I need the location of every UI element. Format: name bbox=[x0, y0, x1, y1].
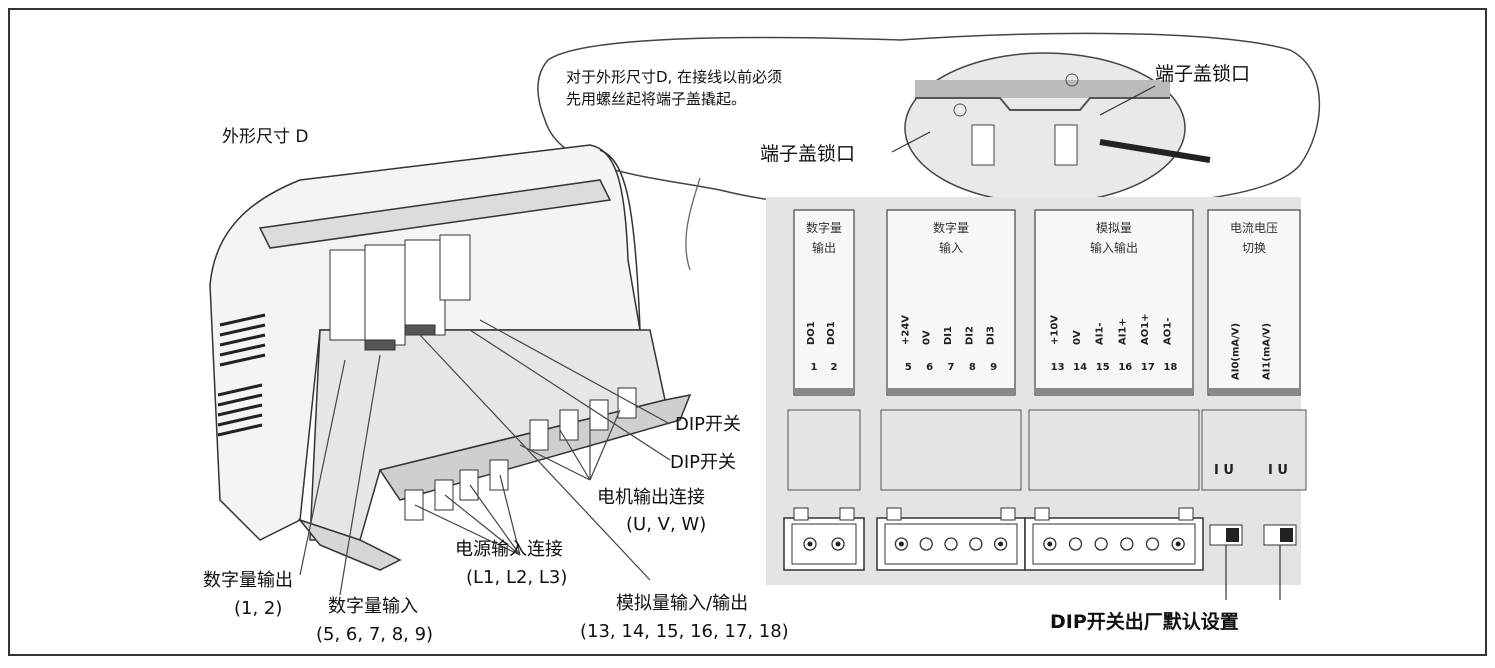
terminal-pin-label: 0V bbox=[922, 330, 933, 345]
terminal-pin-label: DO1 bbox=[826, 321, 837, 345]
block-title-1: 数字量 bbox=[933, 220, 969, 235]
block-title-1: 模拟量 bbox=[1096, 221, 1132, 235]
terminal-pin-label: +10V bbox=[1050, 315, 1061, 345]
dip-switch-label-1: DIP开关 bbox=[675, 414, 741, 435]
dip-switch-label-2: DIP开关 bbox=[670, 452, 736, 473]
vent-slots-top bbox=[219, 313, 266, 367]
dip-switches bbox=[1209, 524, 1297, 600]
analog-io-label: 模拟量输入/输出 bbox=[616, 593, 748, 614]
terminal-pin-label: DI2 bbox=[964, 326, 975, 345]
motor-output-label: 电机输出连接 bbox=[597, 487, 705, 508]
terminal-number: 8 bbox=[969, 362, 976, 373]
terminal-number: 2 bbox=[831, 362, 838, 373]
switch-iu-1: I U bbox=[1214, 463, 1234, 478]
terminal-pin-label: DI3 bbox=[986, 326, 997, 345]
callout-note-line2: 先用螺丝起将端子盖撬起。 bbox=[566, 90, 746, 108]
motor-output-terminals: (U, V, W) bbox=[626, 514, 706, 535]
plug-connector bbox=[783, 507, 865, 571]
terminal-pin-label: AO1+ bbox=[1140, 313, 1151, 345]
cover-lock-left-label: 端子盖锁口 bbox=[760, 143, 855, 165]
terminal-number: 18 bbox=[1163, 362, 1177, 373]
block-title-2: 输入 bbox=[939, 240, 963, 255]
terminal-pin-label: DO1 bbox=[806, 321, 817, 345]
terminal-number: 7 bbox=[948, 362, 955, 373]
terminal-pin-label: AI1(mA/V) bbox=[1261, 323, 1272, 380]
block-title-1: 电流电压 bbox=[1230, 221, 1278, 235]
terminal-pin-label: AO1- bbox=[1162, 318, 1173, 345]
analog-io-terminals: (13, 14, 15, 16, 17, 18) bbox=[580, 621, 789, 642]
terminal-number: 14 bbox=[1073, 362, 1087, 373]
terminal-pin-label: DI1 bbox=[943, 326, 954, 345]
block-title-1: 数字量 bbox=[806, 220, 842, 235]
block-title-2: 输出 bbox=[812, 240, 836, 255]
terminal-pin-label: AI0(mA/V) bbox=[1231, 323, 1242, 380]
power-input-terminals: (L1, L2, L3) bbox=[466, 567, 567, 588]
terminal-blocks: 数字量输出 DO1 DO1 1 2 数字量输入 +24V 0V DI1 DI2 DI3 5 6 7 8 9 模拟… bbox=[783, 209, 1307, 571]
terminal-number: 1 bbox=[811, 362, 818, 373]
terminal-number: 6 bbox=[926, 362, 933, 373]
drive-body bbox=[209, 144, 692, 571]
block-title-2: 切换 bbox=[1242, 241, 1266, 255]
frame-size-label: 外形尺寸 D bbox=[222, 127, 309, 147]
digital-output-label: 数字量输出 bbox=[203, 570, 293, 591]
terminal-number: 13 bbox=[1051, 362, 1065, 373]
vent-slots-bottom bbox=[217, 383, 263, 437]
terminal-number: 15 bbox=[1096, 362, 1110, 373]
terminal-number: 17 bbox=[1141, 362, 1155, 373]
terminal-block: 数字量输出 DO1 DO1 1 2 bbox=[787, 209, 861, 491]
block-title-2: 输入输出 bbox=[1090, 240, 1138, 255]
callout-note-line1: 对于外形尺寸D, 在接线以前必须 bbox=[566, 68, 782, 86]
zoom-lens bbox=[904, 52, 1211, 204]
outer-frame bbox=[8, 8, 1487, 656]
dip-default-label: DIP开关出厂默认设置 bbox=[1050, 610, 1239, 633]
plug-connector bbox=[1024, 507, 1204, 571]
terminal-pin-label: +24V bbox=[900, 315, 911, 345]
power-input-label: 电源输入连接 bbox=[455, 539, 563, 560]
terminal-pin-label: 0V bbox=[1072, 330, 1083, 345]
digital-input-label: 数字量输入 bbox=[328, 596, 418, 617]
digital-output-terminals: (1, 2) bbox=[234, 598, 282, 619]
leader-lines bbox=[299, 319, 671, 596]
terminal-number: 16 bbox=[1118, 362, 1132, 373]
terminal-number: 9 bbox=[990, 362, 997, 373]
cover-lock-right-label: 端子盖锁口 bbox=[1155, 63, 1250, 85]
terminal-pin-label: AI1+ bbox=[1117, 318, 1128, 345]
power-terminals bbox=[404, 387, 637, 521]
terminal-pin-label: AI1- bbox=[1095, 322, 1106, 345]
terminal-block: 数字量输入 +24V 0V DI1 DI2 DI3 5 6 7 8 9 bbox=[880, 209, 1022, 491]
plug-connector bbox=[876, 507, 1026, 571]
digital-input-terminals: (5, 6, 7, 8, 9) bbox=[316, 624, 433, 645]
control-terminal-area bbox=[329, 234, 471, 351]
switch-iu-2: I U bbox=[1268, 463, 1288, 478]
terminal-number: 5 bbox=[905, 362, 912, 373]
